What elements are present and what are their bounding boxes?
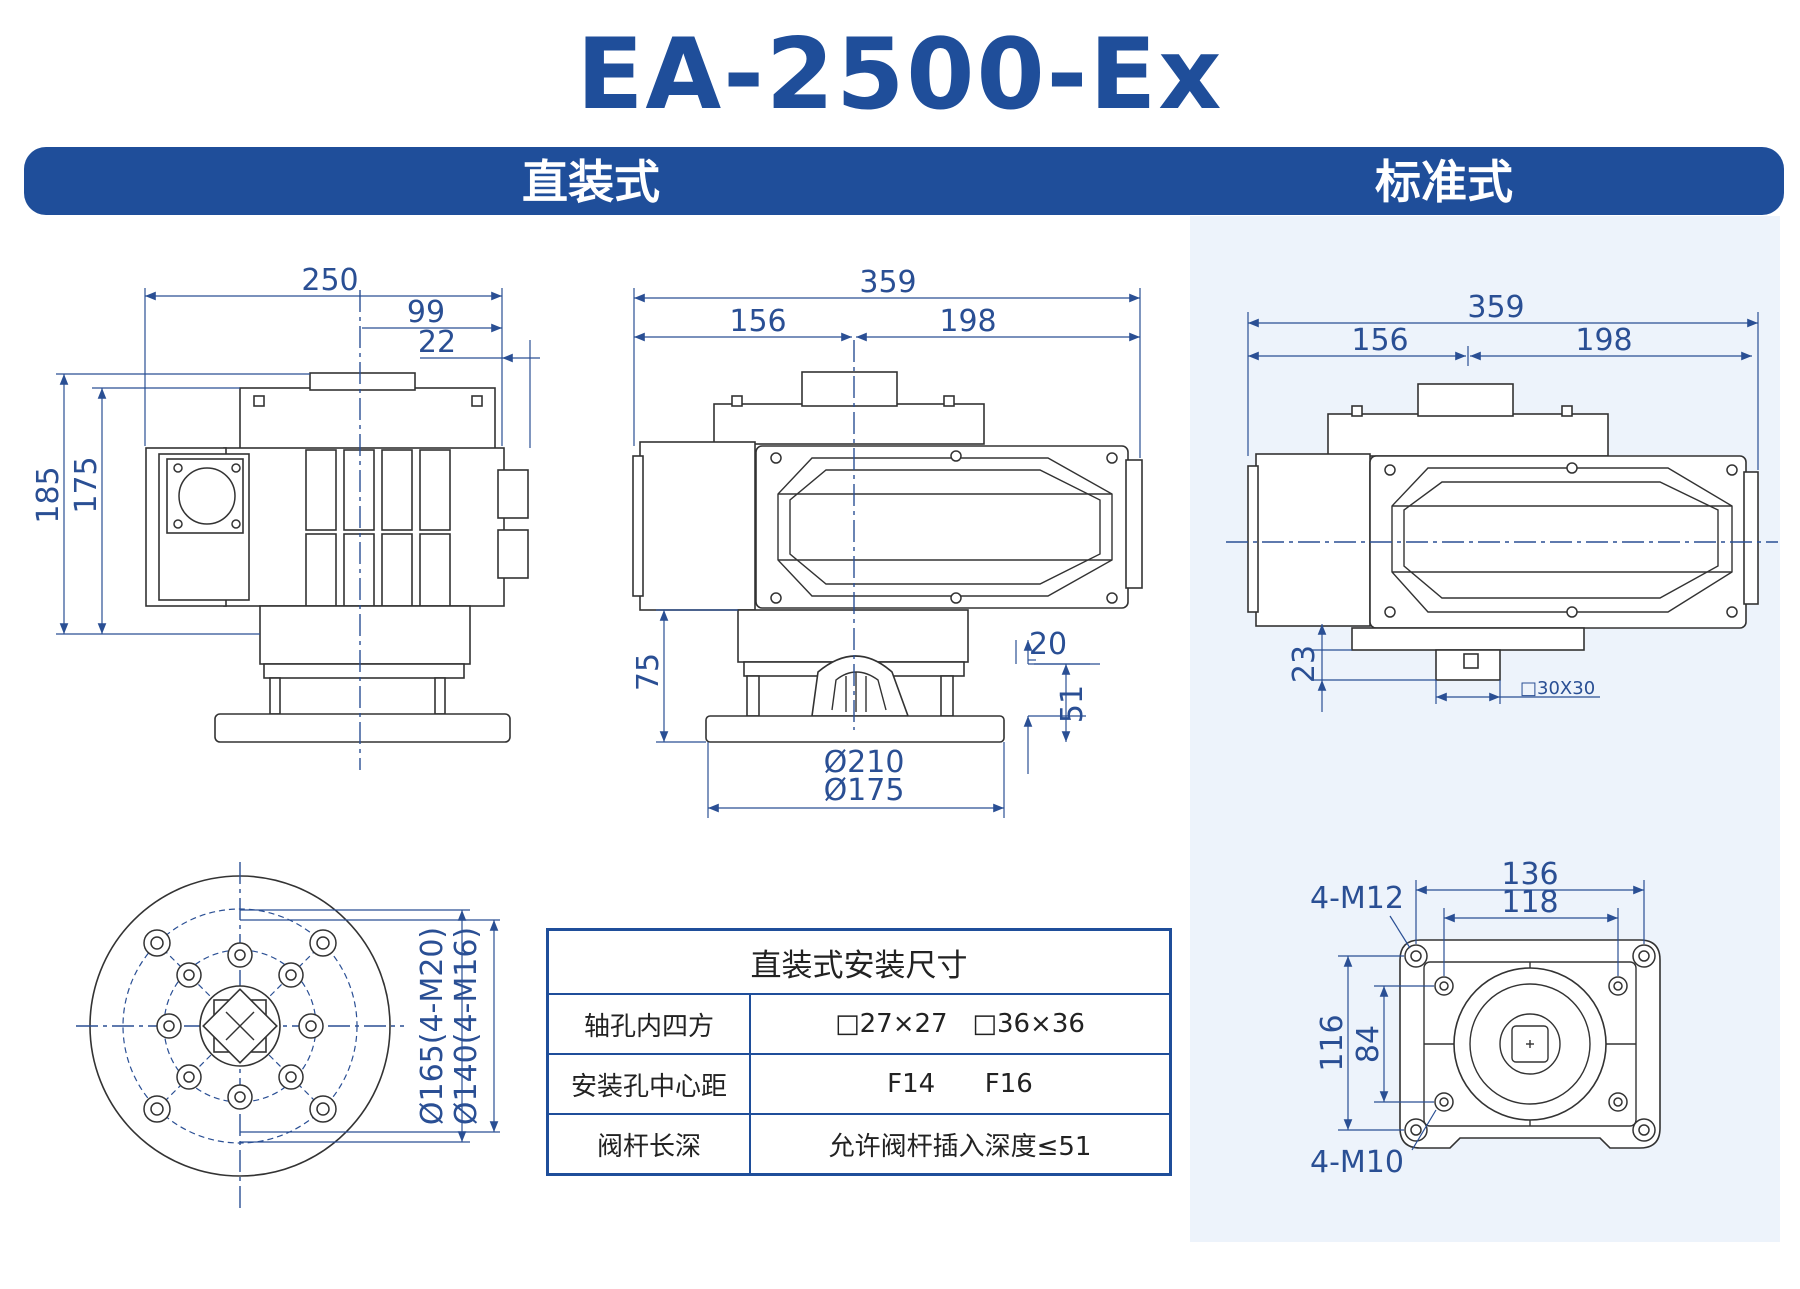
dim-std-inner-height: 84 xyxy=(1351,1025,1386,1063)
label-std-outer-thread: 4-M12 xyxy=(1310,881,1404,916)
table-row-label: 阀杆长深 xyxy=(546,1113,751,1176)
table-row-label: 轴孔内四方 xyxy=(546,993,751,1055)
direct-front-view xyxy=(632,288,1143,818)
page-title: EA-2500-Ex xyxy=(576,18,1224,132)
table-row-value: □27×27 □36×36 xyxy=(749,993,1172,1055)
dim-front-flange-dia-outer: Ø210 xyxy=(824,745,905,780)
dim-front-right-width: 198 xyxy=(939,304,996,339)
dim-side-height-body: 175 xyxy=(69,456,104,513)
table-title: 直装式安装尺寸 xyxy=(546,928,1172,995)
label-std-inner-thread: 4-M10 xyxy=(1310,1145,1404,1180)
table-row-value: F14 F16 xyxy=(749,1053,1172,1115)
section-header-bar xyxy=(24,147,1784,215)
mount-dimension-table: 直装式安装尺寸 轴孔内四方 □27×27 □36×36 安装孔中心距 F14 F… xyxy=(546,928,1172,1176)
dim-std-inner-width: 118 xyxy=(1501,885,1558,920)
dim-std-outer-height: 116 xyxy=(1315,1014,1350,1071)
dim-side-overall-width: 250 xyxy=(301,263,358,298)
section-label-standard: 标准式 xyxy=(1375,155,1513,209)
table-row-value: 允许阀杆插入深度≤51 xyxy=(749,1113,1172,1176)
dim-std-square: □30X30 xyxy=(1520,678,1595,699)
table-row-label: 安装孔中心距 xyxy=(546,1053,751,1115)
dim-side-height-total: 185 xyxy=(31,466,66,523)
dim-side-offset-b: 22 xyxy=(418,325,456,360)
dim-std-overall-width: 359 xyxy=(1467,290,1524,325)
dim-std-right-width: 198 xyxy=(1575,323,1632,358)
standard-bottom-view xyxy=(1338,880,1661,1151)
dim-front-flange-dia-inner: Ø175 xyxy=(824,773,905,808)
direct-bottom-view xyxy=(76,862,500,1210)
dim-front-left-width: 156 xyxy=(729,304,786,339)
table-row: 轴孔内四方 □27×27 □36×36 xyxy=(546,993,1172,1055)
section-label-direct: 直装式 xyxy=(522,155,660,209)
table-row: 阀杆长深 允许阀杆插入深度≤51 xyxy=(546,1113,1172,1176)
standard-front-view xyxy=(1226,312,1778,712)
dim-front-insert-depth: 51 xyxy=(1055,685,1090,723)
dim-std-left-width: 156 xyxy=(1351,323,1408,358)
dim-front-shaft-offset: 20 xyxy=(1029,627,1067,662)
dim-std-outer-width: 136 xyxy=(1501,857,1558,892)
dim-bottom-pcd-outer: Ø165(4-M20) xyxy=(415,927,450,1125)
dim-std-shaft-height: 23 xyxy=(1287,645,1322,683)
dim-front-flange-height: 75 xyxy=(631,653,666,691)
dim-bottom-pcd-inner: Ø140(4-M16) xyxy=(449,927,484,1125)
dim-side-offset-a: 99 xyxy=(407,295,445,330)
dim-front-overall-width: 359 xyxy=(859,265,916,300)
direct-side-view xyxy=(56,288,540,770)
table-row: 安装孔中心距 F14 F16 xyxy=(546,1053,1172,1115)
